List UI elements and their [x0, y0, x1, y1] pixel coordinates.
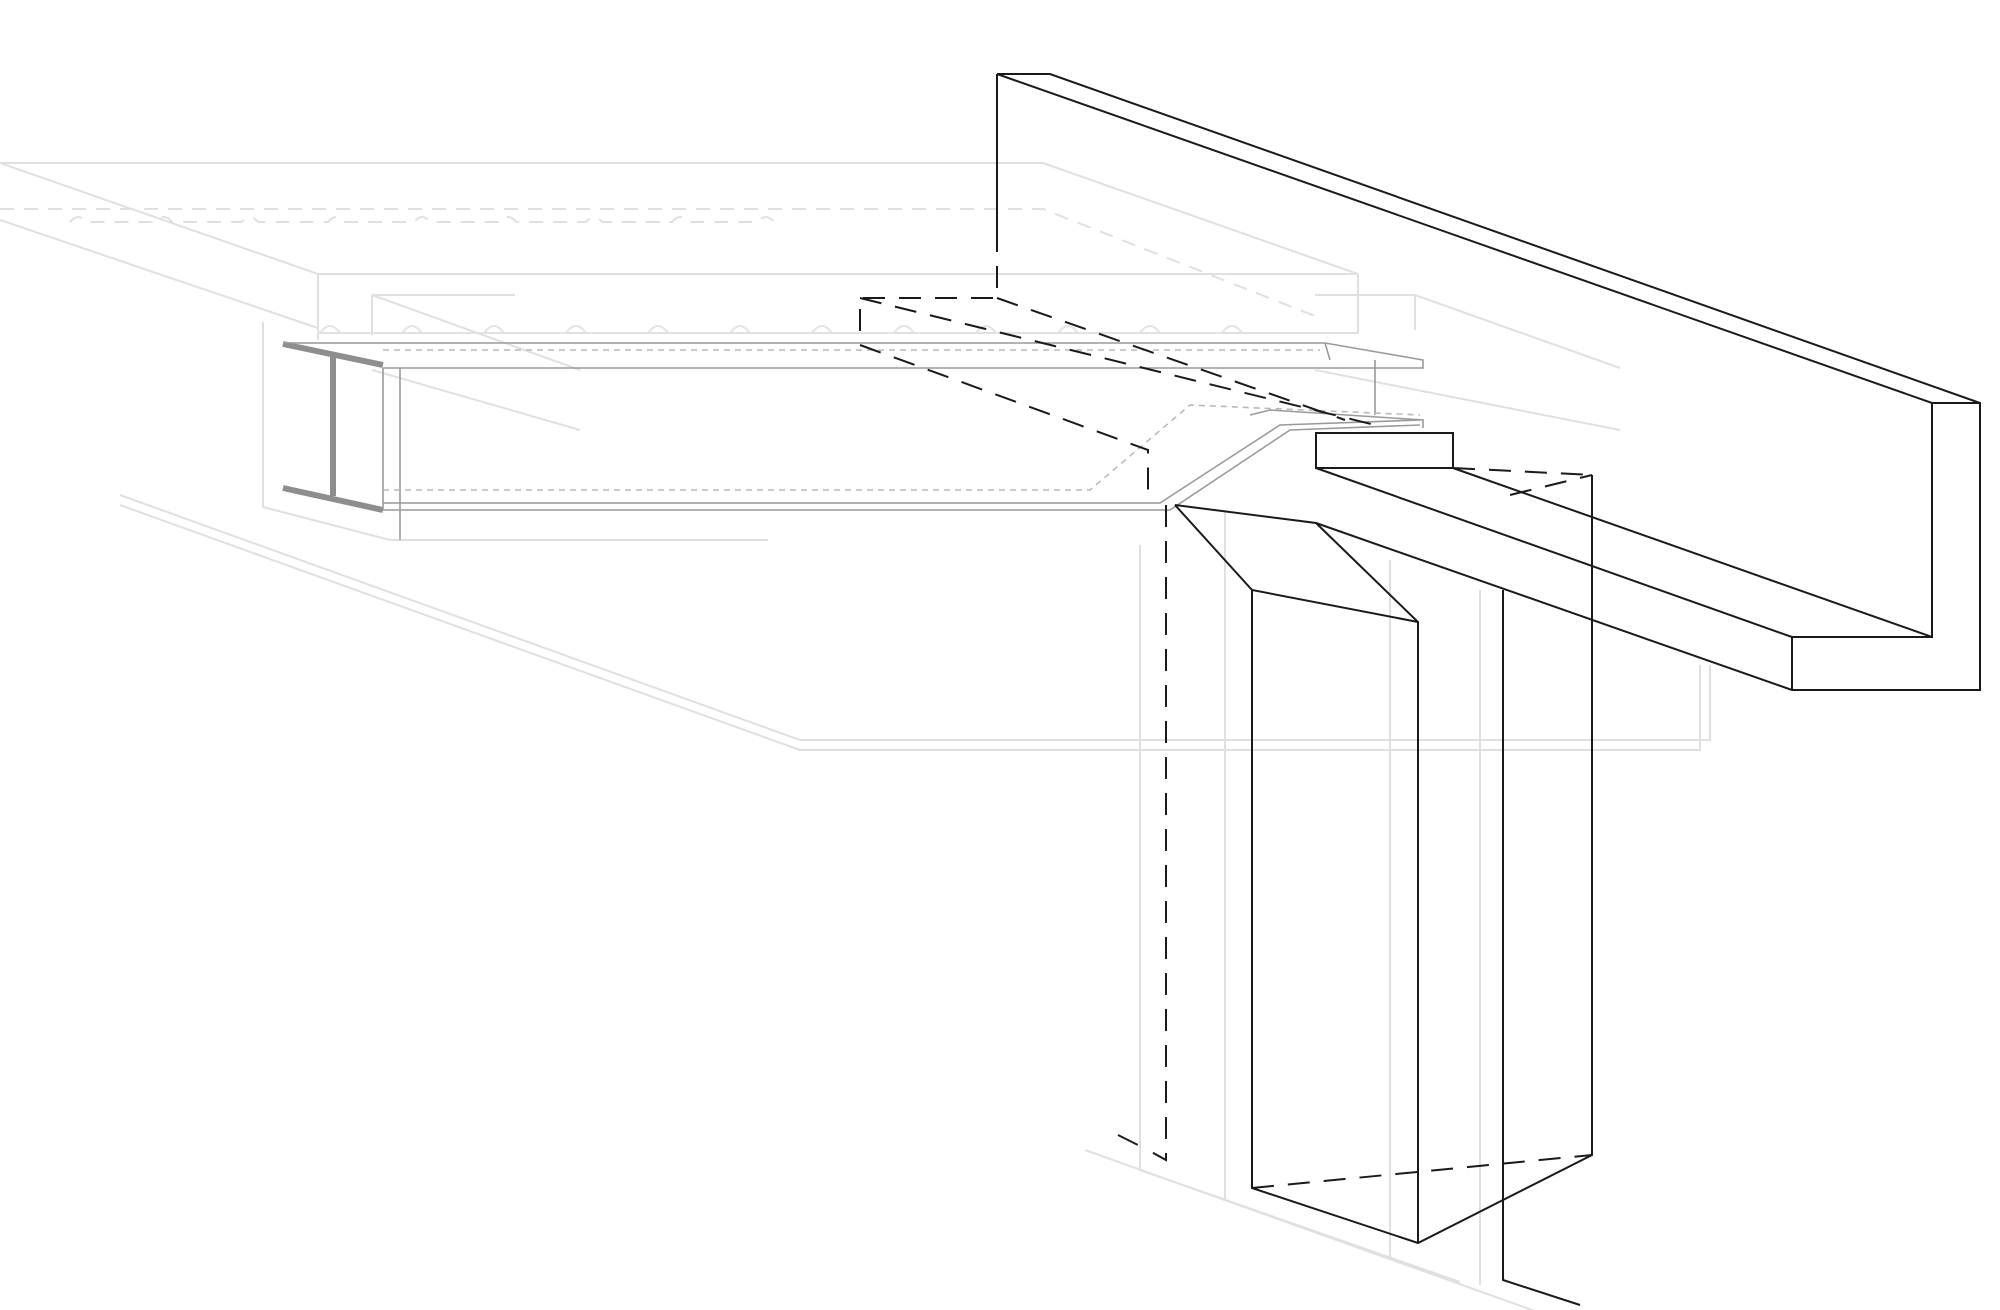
ledge-top-edge	[1452, 467, 1933, 638]
floor-slab-context	[0, 162, 1711, 1310]
column-front-top	[1174, 504, 1419, 1243]
corbel-ledge	[1315, 432, 1454, 469]
hidden-ledge-corner	[1509, 474, 1593, 496]
concrete-frame	[859, 73, 1981, 1306]
beam-bottom-flange-inner	[383, 419, 1421, 504]
hidden-diagonal	[859, 297, 1376, 426]
ledge-bottom-edge	[1315, 467, 1793, 638]
slab-side-face	[317, 274, 1359, 334]
ground-line-1	[1084, 1149, 1536, 1310]
ceiling-return	[262, 322, 768, 541]
hidden-column-foot	[1117, 1134, 1149, 1151]
ground-line-2	[1139, 1169, 1461, 1283]
ceiling-line-2	[119, 504, 1701, 751]
upstand-wall-outline	[997, 73, 1981, 691]
hidden-ledge-return	[1452, 467, 1593, 590]
steel-i-beam	[282, 341, 1424, 540]
column-body	[1251, 475, 1593, 1245]
decking-hidden-profile	[69, 216, 775, 223]
beam-seat-plate	[1249, 409, 1424, 428]
slab-back-edge	[0, 162, 1358, 275]
hidden-column-edge	[1147, 505, 1167, 1162]
beam-soffit-edge	[1315, 522, 1793, 691]
hidden-top-diagonal	[996, 297, 1346, 421]
deck-diag-1	[371, 294, 581, 371]
ceiling-line-1	[119, 494, 1711, 741]
beam-bottom-flange-end	[282, 485, 384, 513]
metal-decking-profile	[319, 325, 1243, 334]
hidden-back-frame	[859, 230, 1149, 490]
beam-top-corner	[1324, 342, 1331, 361]
beam-bottom-flange	[383, 424, 1421, 511]
upstand-wall-inner	[1791, 403, 1933, 690]
slab-hidden-edge	[0, 208, 1321, 319]
column-cap	[1174, 504, 1419, 623]
column-rear-edge	[1502, 590, 1581, 1306]
column-base-hidden	[1251, 1154, 1593, 1189]
deck-diag-2	[371, 369, 581, 431]
deck-right-top	[1315, 294, 1621, 369]
beam-top-flange-end	[282, 341, 384, 368]
slab-front-edge	[0, 219, 319, 340]
deck-right-low	[1314, 369, 1621, 431]
beam-top-flange	[283, 342, 1424, 369]
slab-top-edge	[0, 162, 1359, 275]
upstand-wall-top	[996, 73, 1980, 404]
